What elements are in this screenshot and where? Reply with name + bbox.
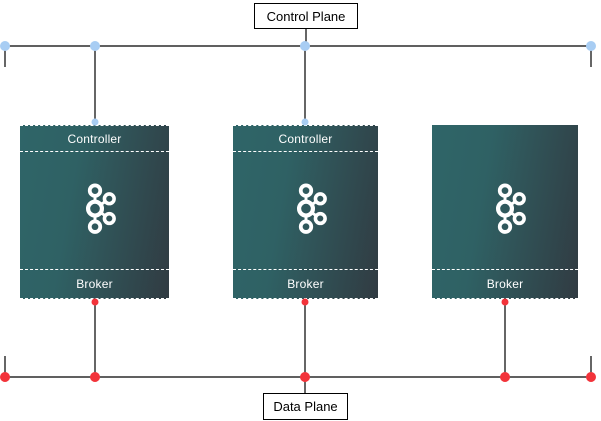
data-plane-bus-node2-dot (300, 372, 310, 382)
data-plane-bus-endpoint-left-dot (0, 372, 10, 382)
kafka-logo-icon (296, 183, 327, 234)
node2-broker-label: Broker (287, 277, 324, 291)
node3-broker-label: Broker (486, 277, 524, 291)
data-plane-bus-node1-dot (90, 372, 100, 382)
node3-broker-section: Broker (432, 269, 578, 299)
control-plane-bus-node1-dot (90, 41, 100, 51)
kafka-node-3: Broker (429, 122, 581, 302)
kafka-node-1: Controller Broker (17, 122, 172, 302)
data-plane-label-text: Data Plane (273, 399, 338, 414)
kafka-node-2: Controller Broker (230, 122, 381, 302)
kafka-logo-icon (85, 183, 116, 234)
control-plane-label: Control Plane (254, 3, 358, 29)
node2-controller-section: Controller (233, 125, 378, 152)
node1-broker-label: Broker (76, 277, 113, 291)
data-plane-bus-line (4, 356, 592, 378)
data-plane-label: Data Plane (263, 393, 348, 420)
node1-broker-section: Broker (20, 269, 169, 299)
node1-controller-label: Controller (67, 131, 122, 146)
node2-controller-label: Controller (278, 131, 333, 146)
control-plane-bus-endpoint-right-dot (586, 41, 596, 51)
kafka-logo-icon (495, 183, 526, 234)
control-plane-bus-line (4, 45, 592, 67)
data-plane-bus-node3-dot (500, 372, 510, 382)
node1-controller-section: Controller (20, 125, 169, 152)
node2-broker-section: Broker (233, 269, 378, 299)
control-plane-label-text: Control Plane (266, 8, 346, 24)
control-plane-bus-node2-dot (300, 41, 310, 51)
control-plane-bus-endpoint-left-dot (0, 41, 10, 51)
data-plane-bus-endpoint-right-dot (586, 372, 596, 382)
